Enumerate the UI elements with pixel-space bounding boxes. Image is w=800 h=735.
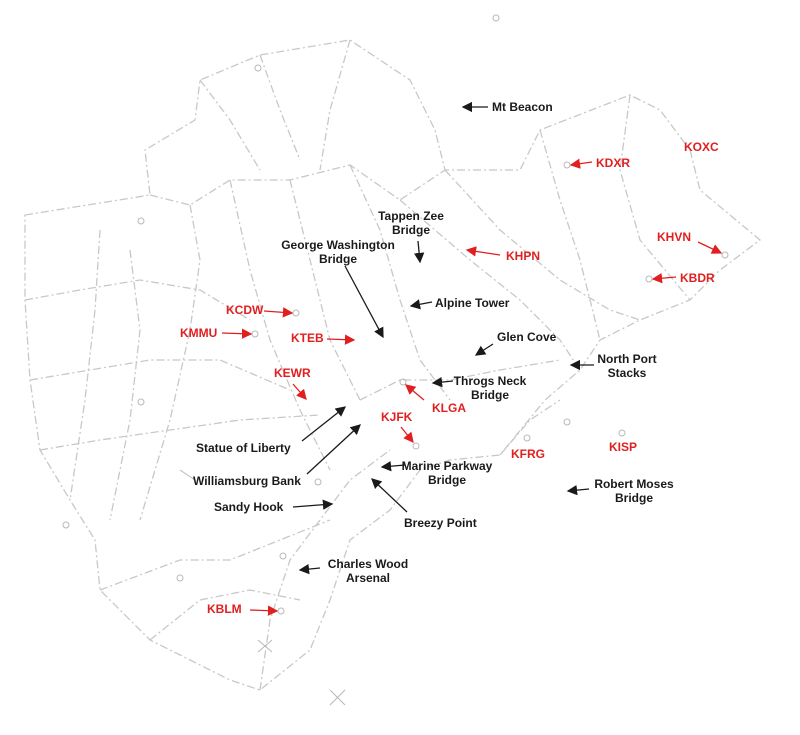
label-kjfk: KJFK <box>381 410 413 424</box>
label-line: Bridge <box>318 252 357 266</box>
label-line: Tappen Zee <box>378 209 444 223</box>
label-line: George Washington <box>281 238 395 252</box>
airport-marker-klga <box>399 378 407 386</box>
label-sandy-hook: Sandy Hook <box>214 500 284 514</box>
label-khvn: KHVN <box>657 230 692 244</box>
airport-marker-kblm <box>277 607 285 615</box>
label-line: Bridge <box>470 388 509 402</box>
label-mt-beacon: Mt Beacon <box>492 100 553 114</box>
label-williamsburg-bank: Williamsburg Bank <box>193 474 301 488</box>
label-kdxr: KDXR <box>596 156 631 170</box>
label-kewr: KEWR <box>274 366 311 380</box>
airport-marker-kmmu <box>251 330 259 338</box>
label-line: Bridge <box>391 223 430 237</box>
label-statue-of-liberty: Statue of Liberty <box>196 441 291 455</box>
label-line: Bridge <box>614 491 653 505</box>
label-alpine-tower: Alpine Tower <box>435 296 510 310</box>
label-line: Marine Parkway <box>401 459 493 473</box>
label-kfrg: KFRG <box>511 447 545 461</box>
airport-marker-kcdw <box>292 309 300 317</box>
outer-boundary <box>24 39 762 691</box>
airport-marker-khvn <box>721 251 729 259</box>
label-kteb: KTEB <box>291 331 324 345</box>
label-khpn: KHPN <box>506 249 541 263</box>
label-line: Arsenal <box>345 571 391 585</box>
label-line: North Port <box>597 352 657 366</box>
label-glen-cove: Glen Cove <box>497 330 557 344</box>
label-line: Robert Moses <box>594 477 674 491</box>
label-kcdw: KCDW <box>226 303 264 317</box>
label-kbdr: KBDR <box>680 271 715 285</box>
label-line: Throgs Neck <box>453 374 527 388</box>
label-breezy-point: Breezy Point <box>404 516 477 530</box>
airport-marker-kbdr <box>645 275 653 283</box>
label-line: Stacks <box>607 366 647 380</box>
label-kmmu: KMMU <box>180 326 218 340</box>
label-line: Charles Wood <box>327 557 409 571</box>
label-klga: KLGA <box>432 401 466 415</box>
label-koxc: KOXC <box>684 140 719 154</box>
airport-marker-kisp <box>618 429 626 437</box>
airport-marker-kdxr <box>563 161 571 169</box>
label-kisp: KISP <box>609 440 638 454</box>
airport-marker-kfrg <box>523 434 531 442</box>
airport-marker-kjfk <box>412 442 420 450</box>
label-line: Bridge <box>427 473 466 487</box>
label-kblm: KBLM <box>207 602 242 616</box>
